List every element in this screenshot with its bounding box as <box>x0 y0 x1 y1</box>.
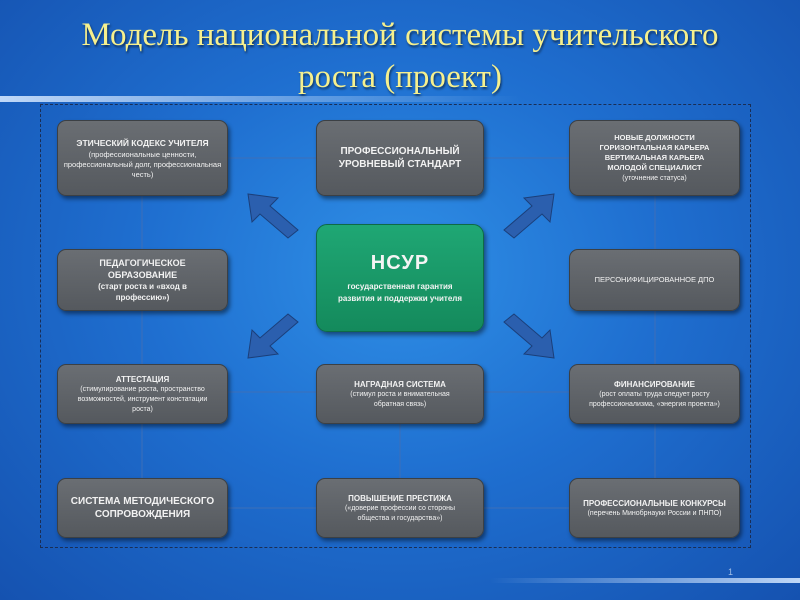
new-positions-subtext: (уточнение статуса) <box>622 174 687 182</box>
page-number: 1 <box>728 567 734 577</box>
financing-heading: ФИНАНСИРОВАНИЕ <box>614 379 695 389</box>
nsur-description: государственная гарантия развития и подд… <box>337 281 463 303</box>
ethics-code-heading: ЭТИЧЕСКИЙ КОДЕКС УЧИТЕЛЯ <box>76 137 209 148</box>
new-positions-heading: НОВЫЕ ДОЛЖНОСТИ ГОРИЗОНТАЛЬНАЯ КАРЬЕРА В… <box>599 132 710 172</box>
decorative-rule-bottom <box>490 578 800 583</box>
methodical-support-heading: СИСТЕМА МЕТОДИЧЕСКОГО СОПРОВОЖДЕНИЯ <box>70 496 215 520</box>
financing-subtext: (рост оплаты труда следует росту професс… <box>589 390 720 408</box>
attestation-subtext: (стимулирование роста, пространство возм… <box>77 385 208 413</box>
personalized-dpo-box: ПЕРСОНИФИЦИРОВАННОЕ ДПО <box>569 249 740 311</box>
slide-title-line-1: Модель национальной системы учительского <box>81 17 719 53</box>
financing-box: ФИНАНСИРОВАНИЕ (рост оплаты труда следуе… <box>569 364 740 424</box>
slide-title: Модель национальной системы учительского… <box>0 14 800 98</box>
arrow-up-right-icon <box>503 193 555 239</box>
arrow-down-right-icon <box>503 313 555 359</box>
professional-standard-heading: ПРОФЕССИОНАЛЬНЫЙ УРОВНЕВЫЙ СТАНДАРТ <box>338 146 462 170</box>
pedagogical-education-subtext: (старт роста и «вход в профессию») <box>98 282 187 302</box>
professional-contests-box: ПРОФЕССИОНАЛЬНЫЕ КОНКУРСЫ (перечень Мино… <box>569 478 740 538</box>
prestige-subtext: («доверие профессии со стороны общества … <box>345 504 455 522</box>
diagram-frame <box>40 104 751 548</box>
new-positions-box: НОВЫЕ ДОЛЖНОСТИ ГОРИЗОНТАЛЬНАЯ КАРЬЕРА В… <box>569 120 740 196</box>
award-system-box: НАГРАДНАЯ СИСТЕМА (стимул роста и внимат… <box>316 364 484 424</box>
decorative-rule-top <box>0 96 520 102</box>
prestige-heading: ПОВЫШЕНИЕ ПРЕСТИЖА <box>348 493 452 503</box>
nsur-heading: НСУР <box>370 251 430 274</box>
ethics-code-box: ЭТИЧЕСКИЙ КОДЕКС УЧИТЕЛЯ (профессиональн… <box>57 120 228 196</box>
ethics-code-subtext: (профессиональные ценности, профессионал… <box>63 149 222 179</box>
professional-contests-subtext: (перечень Минобрнауки России и ПНПО) <box>587 509 722 517</box>
prestige-box: ПОВЫШЕНИЕ ПРЕСТИЖА («доверие профессии с… <box>316 478 484 538</box>
attestation-box: АТТЕСТАЦИЯ (стимулирование роста, простр… <box>57 364 228 424</box>
pedagogical-education-box: ПЕДАГОГИЧЕСКОЕ ОБРАЗОВАНИЕ (старт роста … <box>57 249 228 311</box>
personalized-dpo-heading: ПЕРСОНИФИЦИРОВАННОЕ ДПО <box>594 275 715 284</box>
award-system-heading: НАГРАДНАЯ СИСТЕМА <box>354 379 446 389</box>
professional-contests-heading: ПРОФЕССИОНАЛЬНЫЕ КОНКУРСЫ <box>583 498 726 508</box>
arrow-down-left-icon <box>247 313 299 359</box>
slide-title-line-2: роста (проект) <box>298 59 502 95</box>
award-system-subtext: (стимул роста и внимательная обратная св… <box>350 390 450 408</box>
pedagogical-education-heading: ПЕДАГОГИЧЕСКОЕ ОБРАЗОВАНИЕ <box>99 258 186 280</box>
professional-standard-box: ПРОФЕССИОНАЛЬНЫЙ УРОВНЕВЫЙ СТАНДАРТ <box>316 120 484 196</box>
methodical-support-box: СИСТЕМА МЕТОДИЧЕСКОГО СОПРОВОЖДЕНИЯ <box>57 478 228 538</box>
attestation-heading: АТТЕСТАЦИЯ <box>115 374 170 384</box>
arrow-up-left-icon <box>247 193 299 239</box>
nsur-center-box: НСУР государственная гарантия развития и… <box>316 224 484 332</box>
